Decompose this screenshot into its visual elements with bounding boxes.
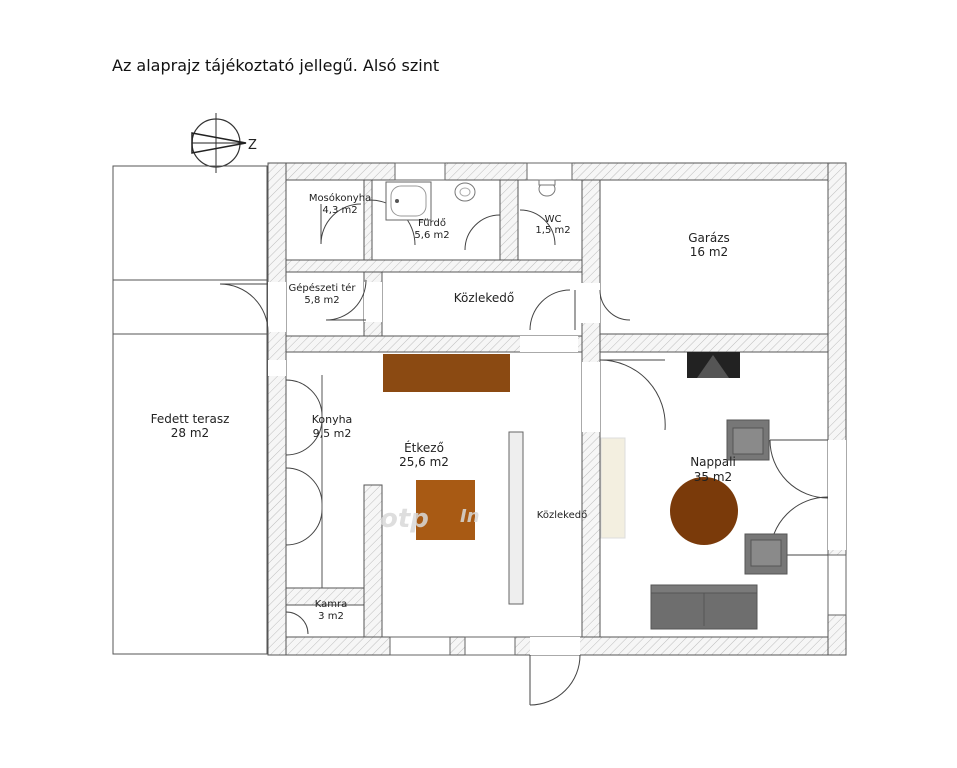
room-kozlekedo-top: Közlekedő (454, 291, 515, 305)
round-table (670, 477, 738, 545)
room-name: Fürdő (418, 217, 446, 229)
dining-table (416, 480, 475, 540)
room-name: Mosókonyha (309, 192, 371, 204)
plan-title: Az alaprajz tájékoztató jellegű. Alsó sz… (112, 56, 440, 75)
room-name: Garázs (688, 231, 730, 245)
room-area: 35 m2 (694, 470, 732, 484)
room-area: 28 m2 (171, 426, 209, 440)
watermark-suffix: In (460, 506, 480, 527)
room-furdo: Fürdő 5,6 m2 (414, 217, 449, 241)
room-area: 25,6 m2 (399, 455, 449, 469)
room-garazs: Garázs 16 m2 (688, 231, 730, 259)
room-area: 5,8 m2 (304, 295, 339, 306)
room-area: 4,3 m2 (322, 205, 357, 216)
bathtub-icon (385, 181, 432, 221)
sofa-icon (650, 584, 758, 630)
armchair-icon (744, 533, 788, 575)
fireplace-flame (697, 355, 729, 378)
watermark-text: otp (380, 504, 429, 534)
terrace-outline (112, 165, 268, 655)
door-openings (268, 282, 846, 655)
compass-letter: Z (248, 138, 257, 153)
room-name: Fedett terasz (151, 412, 230, 426)
compass-icon: Z (191, 113, 257, 173)
sink-icon (454, 182, 476, 202)
toilet-icon (538, 179, 556, 197)
armchair-icon (726, 419, 770, 461)
room-kozlekedo-side: Közlekedő (537, 509, 587, 521)
room-wc: WC 1,5 m2 (535, 214, 570, 236)
partition-wall (508, 431, 524, 605)
room-area: 1,5 m2 (535, 225, 570, 236)
room-name: Közlekedő (537, 509, 587, 521)
room-name: Konyha (312, 413, 353, 426)
room-konyha: Konyha 9,5 m2 (312, 413, 353, 440)
room-name: Kamra (315, 599, 348, 610)
room-name: Étkező (404, 440, 444, 455)
room-name: Nappali (690, 455, 736, 469)
room-fedett-terasz: Fedett terasz 28 m2 (151, 412, 230, 440)
room-area: 16 m2 (690, 245, 728, 259)
room-nappali: Nappali 35 m2 (690, 455, 736, 484)
room-etkezo: Étkező 25,6 m2 (399, 440, 449, 469)
bench (600, 437, 626, 539)
watermark-logo: otp In (380, 504, 480, 534)
room-area: 5,6 m2 (414, 230, 449, 241)
room-name: Közlekedő (454, 291, 515, 305)
room-name: Gépészeti tér (288, 282, 356, 294)
room-area: 9,5 m2 (313, 427, 352, 440)
windows (389, 162, 847, 656)
room-kamra: Kamra 3 m2 (315, 599, 348, 622)
room-name: WC (545, 214, 562, 225)
walls (267, 162, 847, 656)
kitchen-cabinet (383, 354, 510, 392)
room-area: 3 m2 (318, 611, 344, 622)
room-gepeszeti: Gépészeti tér 5,8 m2 (288, 282, 356, 306)
room-mosokonyha: Mosókonyha 4,3 m2 (309, 192, 371, 216)
